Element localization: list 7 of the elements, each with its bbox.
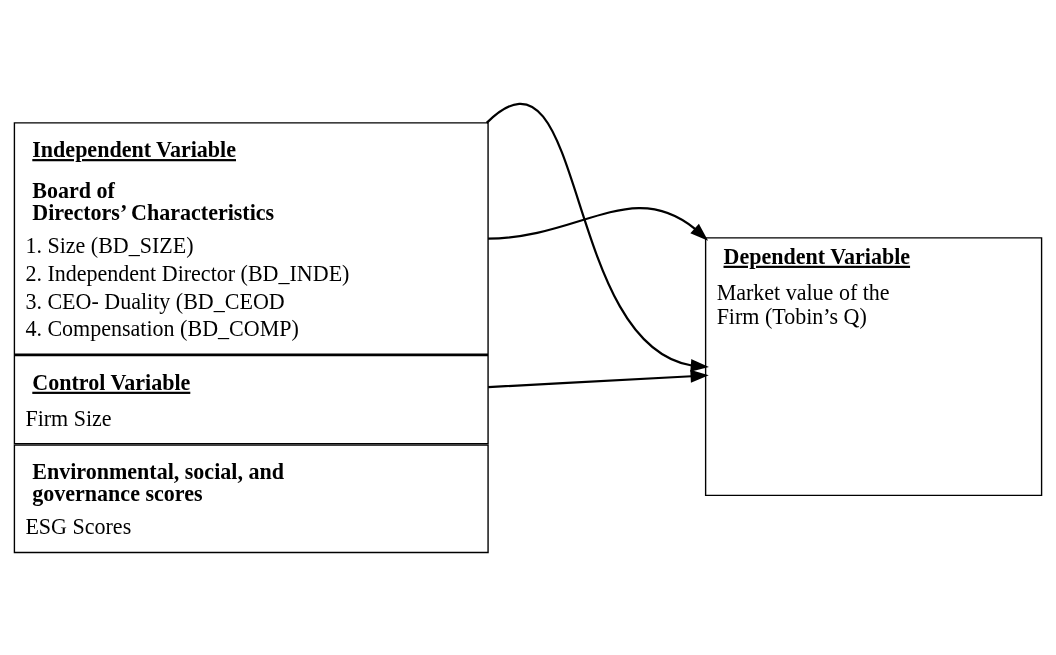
arrow: [486, 103, 709, 372]
arrow: [488, 369, 709, 388]
node-box: Control Variable Firm Size: [13, 354, 489, 444]
node-box: Independent Variable Board of Directors’ Characteristics 1. Size (BD_SIZE) 2. Independent Director (BD_INDE) 3. CEO- Duality (BD_CEOD 4. Compensation (BD_COMP): [13, 121, 489, 355]
node-box: Environmental, social, and governance scores ESG Scores: [13, 443, 489, 553]
arrow: [488, 206, 709, 241]
node-box: Dependent Variable Market value of the Firm (Tobin’s Q): [704, 236, 1043, 496]
